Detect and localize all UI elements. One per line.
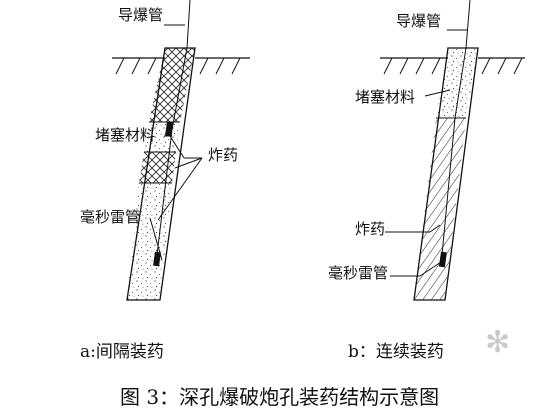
detonator-lower-a (153, 251, 161, 267)
stemming-mid-a (139, 152, 176, 183)
label-detonating-tube-a: 导爆管 (118, 6, 163, 24)
watermark-mark: ✻ (485, 325, 510, 360)
ground-hatch-a (115, 57, 241, 75)
leader-lines-b (385, 29, 468, 277)
borehole-outline-b (413, 47, 479, 301)
detonator-upper-a (165, 121, 173, 137)
subtitle-b: b：连续装药 (348, 342, 444, 362)
subtitle-a: a:间隔装药 (80, 342, 164, 362)
borehole-a (126, 47, 196, 301)
leader-lines-a (149, 24, 203, 261)
label-explosive-b: 炸药 (355, 220, 385, 238)
detonator-b (438, 251, 447, 268)
detonating-tube-b (441, 0, 471, 256)
label-stemming-b: 堵塞材料 (355, 88, 415, 106)
label-detonating-tube-b: 导爆管 (396, 12, 441, 30)
explosive-lower-a (127, 183, 172, 300)
figure-caption: 图 3：深孔爆破炮孔装药结构示意图 (120, 385, 439, 409)
borehole-outline-a (126, 47, 196, 301)
detonating-tube-a (156, 0, 191, 256)
explosive-column-b (414, 118, 466, 300)
ground-hatch-b (383, 57, 523, 75)
label-stemming-a: 堵塞材料 (95, 126, 155, 144)
label-explosive-a: 炸药 (208, 146, 238, 164)
label-detonator-b: 毫秒雷管 (328, 264, 388, 282)
diagram-a: 导爆管 堵塞材料 炸药 毫秒雷管 a:间隔装药 (80, 0, 250, 362)
diagram-b: 导爆管 堵塞材料 炸药 毫秒雷管 b：连续装药 (328, 0, 525, 362)
stemming-top-b (436, 48, 478, 118)
borehole-b (413, 47, 479, 301)
label-detonator-a: 毫秒雷管 (80, 208, 140, 226)
